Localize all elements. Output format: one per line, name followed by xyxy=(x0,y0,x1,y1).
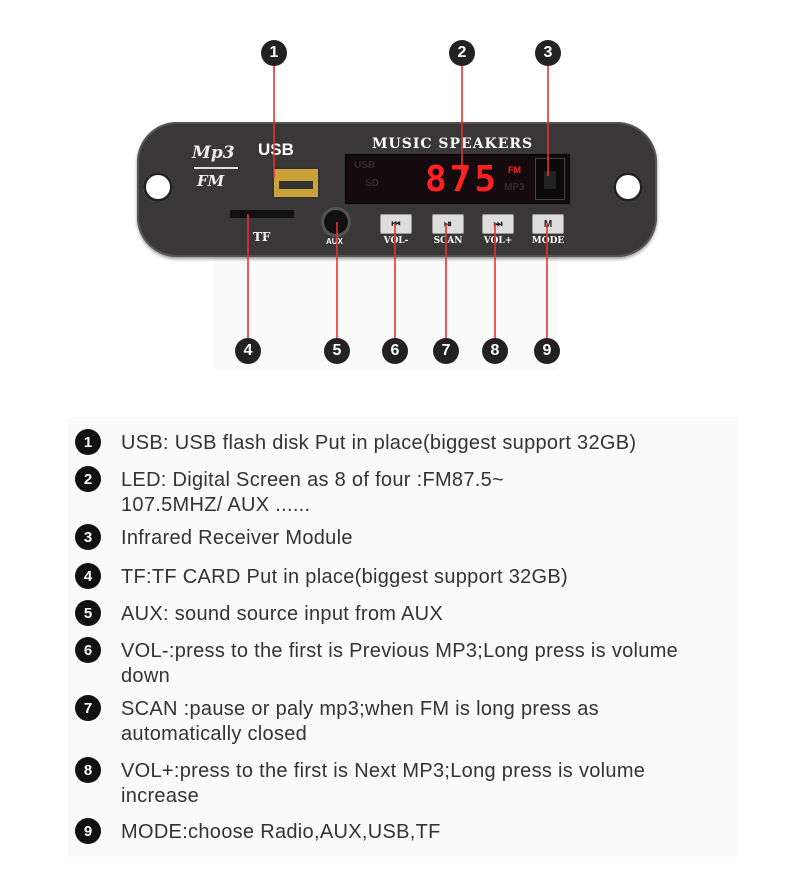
description-item-1: 1 USB: USB flash disk Put in place(bigge… xyxy=(75,429,735,456)
mode-label: MODE xyxy=(531,236,565,246)
description-item-2: 2 LED: Digital Screen as 8 of four :FM87… xyxy=(75,466,735,518)
marker-1: 1 xyxy=(261,40,287,66)
description-text: Infrared Receiver Module xyxy=(121,527,353,549)
mode-button[interactable]: M xyxy=(532,214,564,234)
led-display xyxy=(345,154,570,204)
usb-label: USB xyxy=(258,140,294,159)
description-number: 5 xyxy=(75,600,101,626)
display-dim-mp3: MP3 xyxy=(504,182,525,193)
marker-7: 7 xyxy=(433,338,459,364)
marker-6: 6 xyxy=(382,338,408,364)
description-item-3: 3 Infrared Receiver Module xyxy=(75,524,735,551)
vol-plus-button[interactable]: ⏭ xyxy=(482,214,514,234)
description-number: 1 xyxy=(75,429,101,455)
description-text: AUX: sound source input from AUX xyxy=(121,603,443,625)
usb-port xyxy=(272,167,320,199)
description-item-8: 8 VOL+:press to the first is Next MP3;Lo… xyxy=(75,757,735,809)
description-number: 8 xyxy=(75,757,101,783)
display-dim-usb: USB xyxy=(354,160,376,171)
description-number: 6 xyxy=(75,637,101,663)
description-text: SCAN :pause or paly mp3;when FM is long … xyxy=(121,698,599,745)
vol-plus-label: VOL+ xyxy=(483,236,513,246)
scan-button[interactable]: ⏯ xyxy=(432,214,464,234)
marker-9: 9 xyxy=(534,338,560,364)
description-text: VOL+:press to the first is Next MP3;Long… xyxy=(121,760,646,807)
next-icon: ⏭ xyxy=(493,218,503,230)
tf-label: TF xyxy=(253,230,271,244)
mode-icon: M xyxy=(543,218,553,230)
marker-5: 5 xyxy=(324,338,350,364)
aux-jack xyxy=(324,210,348,234)
marker-2: 2 xyxy=(449,40,475,66)
left-mount-hole xyxy=(143,172,173,202)
play-pause-icon: ⏯ xyxy=(444,218,452,230)
description-number: 4 xyxy=(75,563,101,589)
marker-8: 8 xyxy=(482,338,508,364)
vol-minus-button[interactable]: ⏮ xyxy=(380,214,412,234)
description-item-6: 6 VOL-:press to the first is Previous MP… xyxy=(75,637,735,689)
vol-minus-label: VOL- xyxy=(383,236,409,246)
description-item-7: 7 SCAN :pause or paly mp3;when FM is lon… xyxy=(75,695,735,747)
description-number: 3 xyxy=(75,524,101,550)
description-text: USB: USB flash disk Put in place(biggest… xyxy=(121,432,637,454)
marker-4: 4 xyxy=(235,338,261,364)
description-number: 7 xyxy=(75,695,101,721)
logo-fm: FM xyxy=(197,172,225,190)
tf-card-slot xyxy=(230,210,294,218)
scan-label: SCAN xyxy=(433,236,463,246)
display-dim-sd: SD xyxy=(365,178,379,189)
logo-divider xyxy=(194,167,238,169)
brand-label: MUSIC SPEAKERS xyxy=(372,136,534,152)
display-fm-indicator: FM xyxy=(508,165,521,175)
description-panel xyxy=(68,417,738,857)
description-number: 2 xyxy=(75,466,101,492)
previous-icon: ⏮ xyxy=(391,218,401,230)
description-item-4: 4 TF:TF CARD Put in place(biggest suppor… xyxy=(75,563,735,590)
description-number: 9 xyxy=(75,818,101,844)
marker-3: 3 xyxy=(535,40,561,66)
logo-mp3: Mp3 xyxy=(192,143,235,163)
description-text: VOL-:press to the first is Previous MP3;… xyxy=(121,640,679,687)
description-item-9: 9 MODE:choose Radio,AUX,USB,TF xyxy=(75,818,735,845)
aux-label: AUX xyxy=(326,237,343,246)
right-mount-hole xyxy=(613,172,643,202)
infrared-receiver xyxy=(535,158,565,200)
display-digits: 875 xyxy=(425,159,500,200)
description-text: MODE:choose Radio,AUX,USB,TF xyxy=(121,821,441,843)
description-text: LED: Digital Screen as 8 of four :FM87.5… xyxy=(121,469,505,516)
description-item-5: 5 AUX: sound source input from AUX xyxy=(75,600,735,627)
description-text: TF:TF CARD Put in place(biggest support … xyxy=(121,566,568,588)
